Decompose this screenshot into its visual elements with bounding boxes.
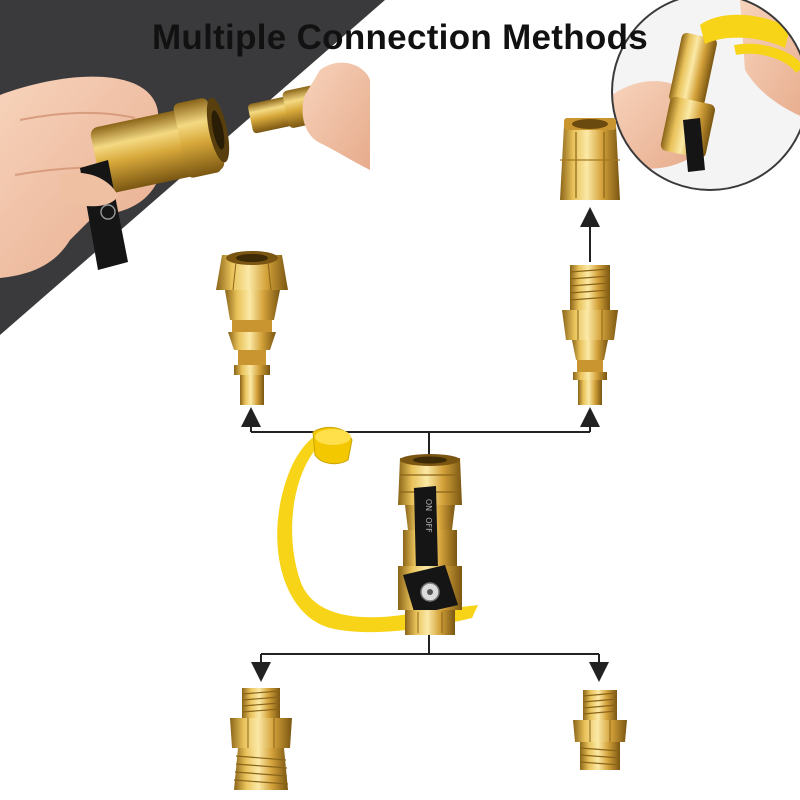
npt-nipple-fitting: [573, 690, 627, 770]
photo-inset-thread-tape: [611, 0, 800, 191]
female-coupling-fitting: [560, 118, 620, 200]
flare-to-npt-adapter-fitting: [230, 688, 292, 790]
page-title: Multiple Connection Methods: [151, 18, 649, 57]
male-plug-npt-fitting: [562, 265, 618, 405]
flare-nut-plug-fitting: [216, 251, 288, 405]
photo-hand-connecting: [0, 62, 370, 278]
connection-arrows: [241, 207, 609, 682]
valve-on-label: ON: [424, 499, 433, 511]
quick-connect-coupler-with-shutoff-valve: ON OFF: [277, 427, 478, 635]
valve-off-label: OFF: [424, 517, 433, 533]
